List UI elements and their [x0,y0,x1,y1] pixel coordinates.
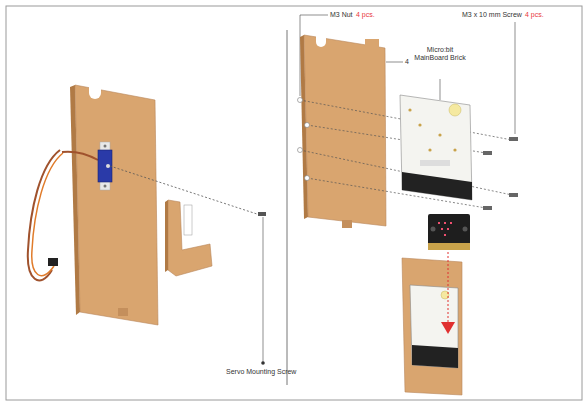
board-tab [342,220,352,228]
servo-bracket [168,200,212,276]
callout-number: 4 [405,58,409,66]
servo-wire [62,152,98,160]
bracket-edge [165,200,168,272]
frame [6,6,582,400]
brick-pad [453,148,456,151]
led [450,222,452,224]
led [447,228,449,230]
servo-horn [184,205,192,235]
board-notch [316,34,326,42]
m3-screw [509,193,518,197]
insert-arrow [448,252,449,322]
m3-nut [305,176,310,181]
wooden-board [304,35,386,226]
leader-line [263,217,264,362]
m3-screw [483,151,492,155]
led [444,222,446,224]
servo-motor [98,150,112,182]
mainboard-brick [400,95,472,200]
leader-line [515,22,516,134]
brick-pad [428,148,431,151]
quantity-label: 4 pcs. [356,11,375,19]
edge-connector [412,345,458,368]
m3-screw [483,206,492,210]
part-label: Servo Mounting Screw [226,368,296,376]
servo-screw [258,212,266,216]
screw-hole [104,185,107,188]
screw-hole [104,145,107,148]
assembly-line [110,166,260,215]
wooden-board [402,258,462,395]
led [441,228,443,230]
board-tab [365,39,379,48]
part-label: M3 Nut [330,11,353,19]
board-tab [118,308,128,316]
leader-dot [261,361,265,365]
leader-line [440,79,441,100]
part-label: Micro:bit MainBoard Brick [414,46,466,62]
insert-arrowhead [441,322,455,334]
servo-shaft [106,164,110,168]
brick-component [420,160,450,166]
microbit-board [428,214,470,250]
m3-nut [305,123,310,128]
servo-wire [32,153,63,276]
edge-connector [402,172,472,200]
wooden-board [75,85,158,325]
m3-screw [509,137,518,141]
brick-pad [418,123,421,126]
m3-nut [298,148,303,153]
brick-component [449,104,461,116]
part-label: M3 x 10 mm Screw [462,11,522,19]
board-notch [89,84,101,93]
m3-nut [298,98,303,103]
brick-pad [438,133,441,136]
button [463,227,468,232]
brick-pad [408,108,411,111]
divider [287,30,288,385]
leader-line [386,62,403,63]
mainboard-brick [410,285,458,368]
button [431,227,436,232]
wire-connector [48,258,58,266]
microbit-edge [428,243,470,250]
quantity-label: 4 pcs. [525,11,544,19]
led [444,234,446,236]
led [438,222,440,224]
